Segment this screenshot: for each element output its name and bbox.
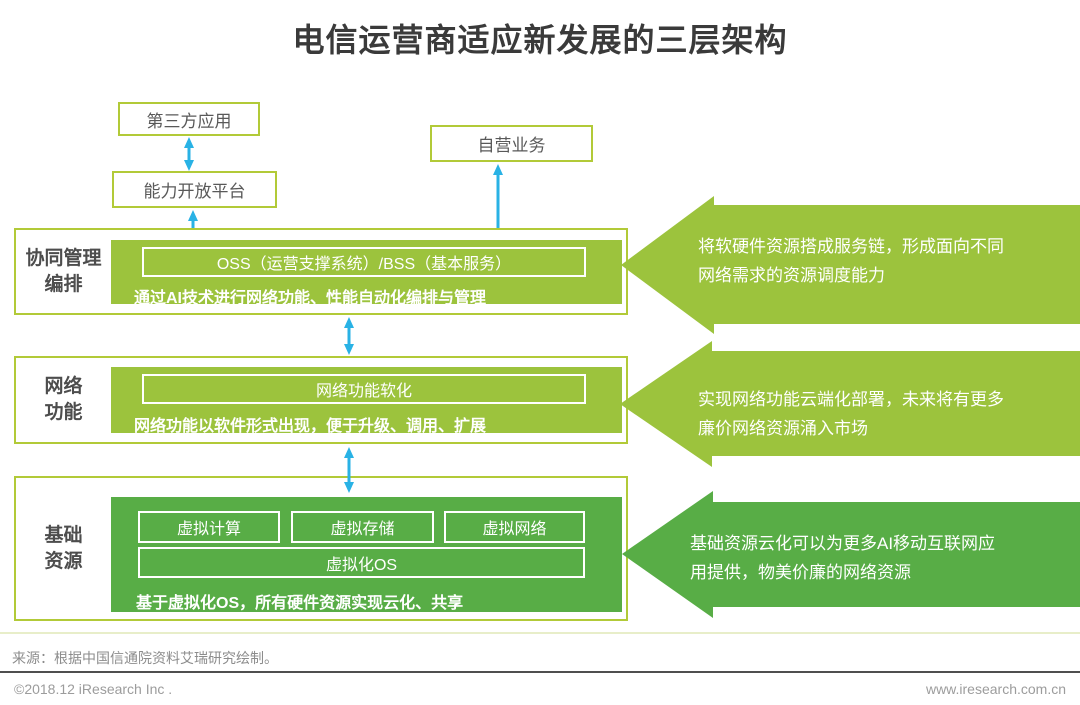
virtual-storage-box: 虚拟存储 bbox=[291, 511, 434, 543]
node-self-operated-business: 自营业务 bbox=[430, 125, 593, 162]
layer-label-network-function: 网络 功能 bbox=[16, 358, 111, 442]
up-arrow-platform bbox=[188, 210, 198, 228]
layer-row-basic-resources: 基础 资源 虚拟计算 虚拟存储 虚拟网络 虚拟化OS 基于虚拟化OS，所有硬件资… bbox=[14, 476, 628, 621]
layer-green-panel: OSS（运营支撑系统）/BSS（基本服务） 通过AI技术进行网络功能、性能自动化… bbox=[111, 240, 622, 307]
footer-accent-line bbox=[0, 632, 1080, 634]
oss-bss-box: OSS（运营支撑系统）/BSS（基本服务） bbox=[142, 247, 586, 277]
double-arrow-layer1-layer2 bbox=[344, 317, 354, 355]
up-arrow-self-business bbox=[493, 164, 503, 228]
layer-label-line: 编排 bbox=[44, 273, 83, 295]
layer-label-line: 功能 bbox=[44, 402, 83, 423]
network-softening-box: 网络功能软化 bbox=[142, 374, 586, 404]
virtual-network-box: 虚拟网络 bbox=[444, 511, 585, 543]
banner-note-1: 将软硬件资源搭成服务链，形成面向不同 网络需求的资源调度能力 bbox=[698, 232, 1004, 290]
banner-note-line: 网络需求的资源调度能力 bbox=[698, 266, 885, 285]
layer-label-line: 基础 bbox=[44, 524, 83, 546]
source-note: 来源：根据中国信通院资料艾瑞研究绘制。 bbox=[12, 650, 278, 666]
banner-note-3: 基础资源云化可以为更多AI移动互联网应 用提供，物美价廉的网络资源 bbox=[690, 529, 995, 587]
layer-green-panel: 网络功能软化 网络功能以软件形式出现，便于升级、调用、扩展 bbox=[111, 367, 622, 435]
banner-note-line: 廉价网络资源涌入市场 bbox=[698, 419, 868, 438]
layer-label-line: 资源 bbox=[44, 550, 83, 572]
node-capability-open-platform: 能力开放平台 bbox=[112, 171, 277, 208]
layer-description: 网络功能以软件形式出现，便于升级、调用、扩展 bbox=[134, 418, 487, 435]
layer-row-orchestration: 协同管理 编排 OSS（运营支撑系统）/BSS（基本服务） 通过AI技术进行网络… bbox=[14, 228, 628, 315]
layer-label-line: 协同管理 bbox=[25, 247, 102, 269]
banner-note-line: 基础资源云化可以为更多AI移动互联网应 bbox=[690, 534, 996, 553]
footer-divider bbox=[0, 671, 1080, 673]
banner-note-line: 实现网络功能云端化部署，未来将有更多 bbox=[698, 390, 1004, 409]
banner-note-line: 用提供，物美价廉的网络资源 bbox=[690, 563, 911, 582]
layer-label-line: 网络 bbox=[44, 376, 83, 398]
website-text: www.iresearch.com.cn bbox=[925, 681, 1066, 697]
page-title: 电信运营商适应新发展的三层架构 bbox=[292, 22, 788, 58]
layer-row-network-function: 网络 功能 网络功能软化 网络功能以软件形式出现，便于升级、调用、扩展 bbox=[14, 356, 628, 444]
layer-green-panel: 虚拟计算 虚拟存储 虚拟网络 虚拟化OS 基于虚拟化OS，所有硬件资源实现云化、… bbox=[111, 497, 622, 612]
node-third-party-app: 第三方应用 bbox=[118, 102, 260, 136]
banner-note-line: 将软硬件资源搭成服务链，形成面向不同 bbox=[698, 237, 1004, 256]
layer-label-orchestration: 协同管理 编排 bbox=[16, 230, 111, 313]
copyright-text: ©2018.12 iResearch Inc . bbox=[14, 681, 173, 697]
virtual-compute-box: 虚拟计算 bbox=[138, 511, 280, 543]
layer-description: 基于虚拟化OS，所有硬件资源实现云化、共享 bbox=[136, 595, 464, 612]
virtualized-os-box: 虚拟化OS bbox=[138, 547, 585, 578]
layer-description: 通过AI技术进行网络功能、性能自动化编排与管理 bbox=[134, 290, 487, 307]
banner-note-2: 实现网络功能云端化部署，未来将有更多 廉价网络资源涌入市场 bbox=[698, 385, 1004, 443]
layer-label-basic-resources: 基础 资源 bbox=[16, 478, 111, 619]
double-arrow-thirdparty-platform bbox=[184, 137, 194, 171]
